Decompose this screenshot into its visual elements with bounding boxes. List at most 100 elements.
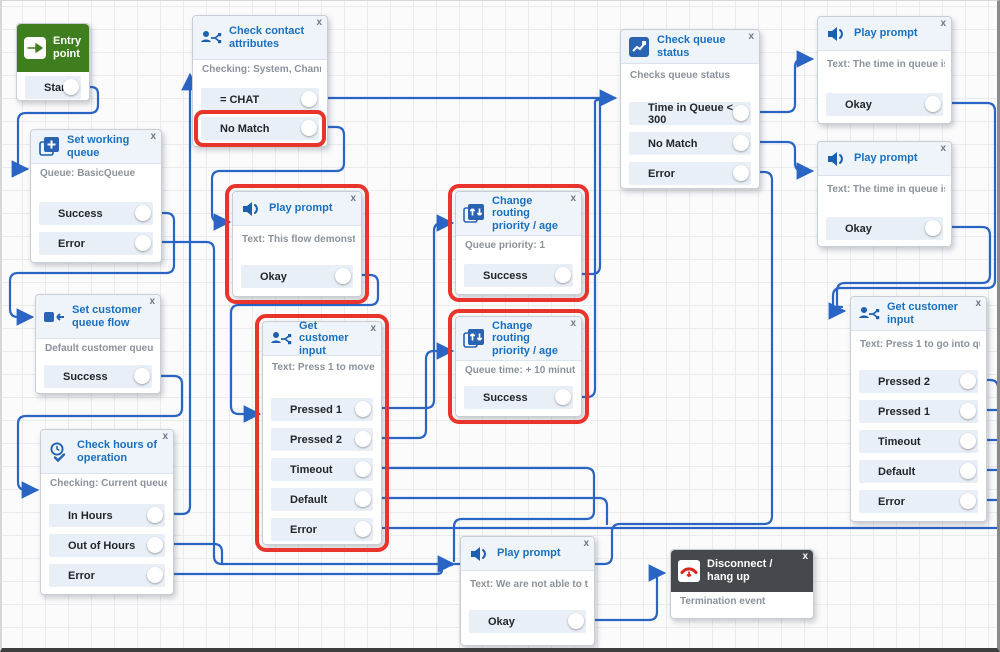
node-header[interactable]: Entry point: [17, 24, 89, 72]
output-no-match[interactable]: No Match: [194, 110, 326, 147]
connector-dot[interactable]: [733, 165, 749, 181]
connector-dot[interactable]: [335, 268, 351, 284]
output-out-of-hours[interactable]: Out of Hours: [49, 534, 165, 557]
connector-dot[interactable]: [733, 105, 749, 121]
node-header[interactable]: Play prompt: [818, 142, 951, 176]
output-pressed-1[interactable]: Pressed 1: [859, 400, 978, 423]
output-okay[interactable]: Okay: [826, 93, 943, 116]
node-header[interactable]: Change routing priority / age: [456, 317, 581, 361]
connector-dot[interactable]: [355, 431, 371, 447]
node-header[interactable]: Play prompt: [461, 537, 594, 571]
close-icon[interactable]: x: [150, 131, 156, 142]
close-icon[interactable]: x: [162, 431, 168, 442]
connector-dot[interactable]: [960, 463, 976, 479]
output-no-match[interactable]: No Match: [629, 132, 751, 155]
close-icon[interactable]: x: [940, 18, 946, 29]
connector-dot[interactable]: [960, 373, 976, 389]
connector-dot[interactable]: [301, 91, 317, 107]
output-timeout[interactable]: Timeout: [271, 458, 373, 481]
connector-dot[interactable]: [147, 507, 163, 523]
node-header[interactable]: Play prompt: [233, 192, 361, 226]
output-default[interactable]: Default: [859, 460, 978, 483]
node-header[interactable]: Change routing priority / age: [456, 192, 581, 236]
output-pressed-2[interactable]: Pressed 2: [859, 370, 978, 393]
output-in-hours[interactable]: In Hours: [49, 504, 165, 527]
connector-dot[interactable]: [960, 433, 976, 449]
node-header[interactable]: Check hours of operation: [41, 430, 173, 474]
output-pressed-1[interactable]: Pressed 1: [271, 398, 373, 421]
connector-dot[interactable]: [925, 220, 941, 236]
node-header[interactable]: Set customer queue flow: [36, 295, 160, 339]
close-icon[interactable]: x: [316, 17, 322, 28]
output-success[interactable]: Success: [39, 202, 153, 225]
output-okay[interactable]: Okay: [241, 265, 353, 288]
close-icon[interactable]: x: [975, 298, 981, 309]
output-error[interactable]: Error: [859, 490, 978, 513]
connector-dot[interactable]: [355, 401, 371, 417]
connector-dot[interactable]: [147, 567, 163, 583]
node-header[interactable]: Play prompt: [818, 17, 951, 51]
connector-dot[interactable]: [301, 120, 317, 136]
close-icon[interactable]: x: [350, 193, 356, 204]
node-header[interactable]: Check contact attributes: [193, 16, 327, 60]
connector-dot[interactable]: [960, 403, 976, 419]
connector-dot[interactable]: [960, 493, 976, 509]
output-default[interactable]: Default: [271, 488, 373, 511]
output-error[interactable]: Error: [629, 162, 751, 185]
output-chat[interactable]: = CHAT: [201, 88, 319, 111]
connector-dot[interactable]: [134, 368, 150, 384]
output-time-in-queue-300[interactable]: Time in Queue < 300: [629, 102, 751, 126]
output-success[interactable]: Success: [464, 386, 573, 409]
close-icon[interactable]: x: [570, 193, 576, 204]
node-header[interactable]: Set working queue: [31, 130, 161, 164]
close-icon[interactable]: x: [570, 318, 576, 329]
output-okay[interactable]: Okay: [469, 610, 586, 633]
output-start[interactable]: Start: [25, 76, 81, 99]
node-header[interactable]: Get customer input: [263, 320, 381, 357]
output-timeout[interactable]: Timeout: [859, 430, 978, 453]
output-pressed-2[interactable]: Pressed 2: [271, 428, 373, 451]
close-icon[interactable]: x: [748, 31, 754, 42]
output-success[interactable]: Success: [464, 264, 573, 287]
close-icon[interactable]: x: [583, 538, 589, 549]
connector-dot[interactable]: [925, 96, 941, 112]
node-header[interactable]: Check queue status: [621, 30, 759, 64]
connector-dot[interactable]: [555, 389, 571, 405]
output-error[interactable]: Error: [271, 518, 373, 541]
connector-dot[interactable]: [147, 537, 163, 553]
node-header[interactable]: Disconnect / hang up: [671, 550, 813, 592]
close-icon[interactable]: x: [370, 323, 376, 334]
node-header[interactable]: Get customer input: [851, 297, 986, 331]
close-icon[interactable]: x: [802, 551, 808, 562]
output-error[interactable]: Error: [49, 564, 165, 587]
close-icon[interactable]: x: [940, 143, 946, 154]
output-error[interactable]: Error: [39, 232, 153, 255]
output-okay[interactable]: Okay: [826, 217, 943, 240]
connector-dot[interactable]: [355, 521, 371, 537]
close-icon[interactable]: x: [149, 296, 155, 307]
connector-dot[interactable]: [555, 267, 571, 283]
output-success[interactable]: Success: [44, 365, 152, 388]
connector-dot[interactable]: [568, 613, 584, 629]
connector-dot[interactable]: [733, 135, 749, 151]
connector-dot[interactable]: [135, 205, 151, 221]
connector-dot[interactable]: [355, 461, 371, 477]
connector-dot[interactable]: [63, 79, 79, 95]
connector-dot[interactable]: [355, 491, 371, 507]
